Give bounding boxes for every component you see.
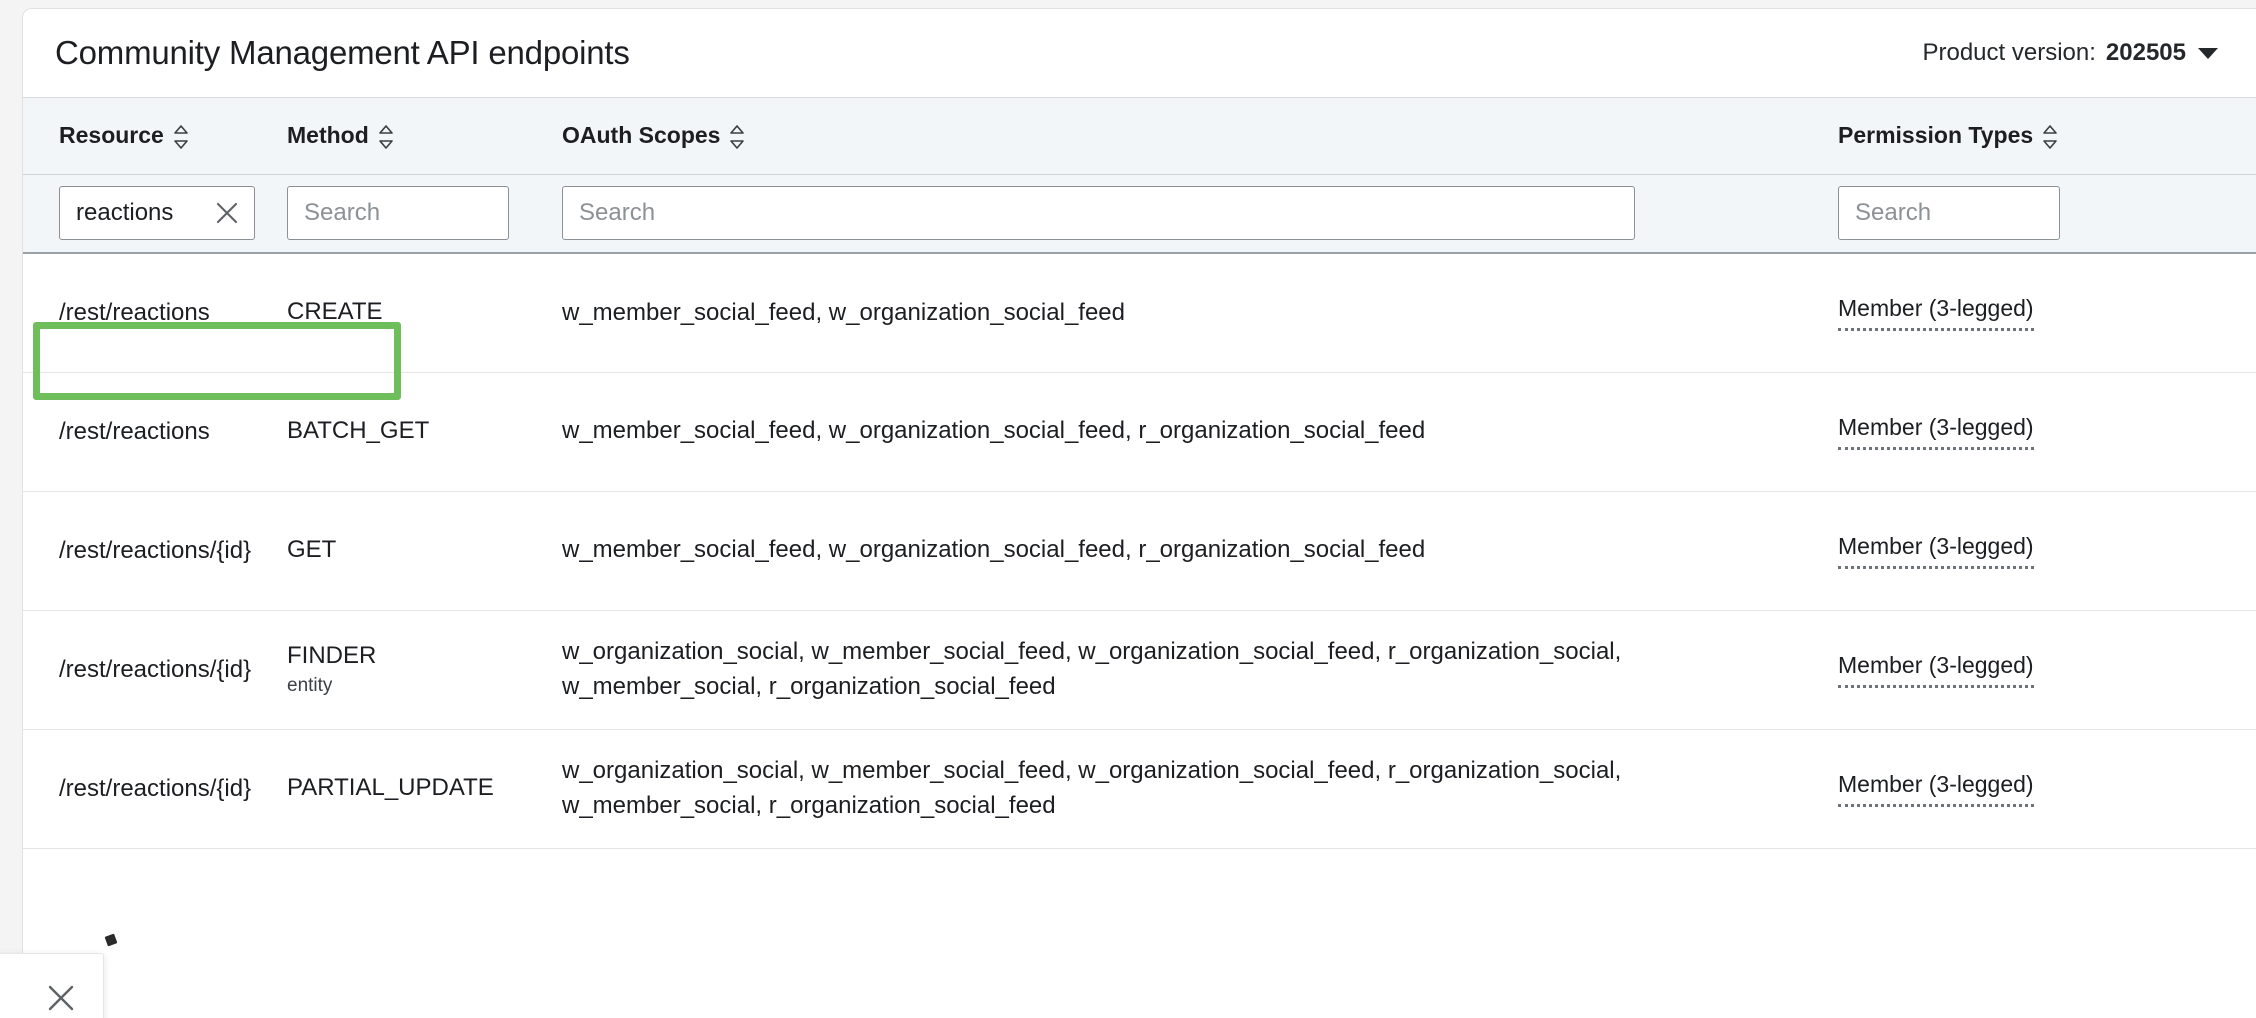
permission-types-filter-box[interactable] <box>1838 186 2060 241</box>
table-body: /rest/reactions CREATE w_member_social_f… <box>23 253 2256 849</box>
method-subtype: entity <box>287 674 333 696</box>
sort-updown-icon[interactable] <box>729 124 745 149</box>
permission-type-value[interactable]: Member (3-legged) <box>1838 533 2034 569</box>
column-header-row: Resource Method <box>23 98 2256 175</box>
resource-filter-box[interactable] <box>59 186 255 241</box>
method-value: PARTIAL_UPDATE <box>287 774 494 802</box>
permission-type-value[interactable]: Member (3-legged) <box>1838 295 2034 331</box>
cell-method: CREATE <box>273 253 548 373</box>
cell-resource: /rest/reactions/{id} <box>23 729 273 849</box>
filter-cell-oauth-scopes <box>548 174 1818 254</box>
resource-value: /rest/reactions <box>59 417 210 445</box>
column-header-permission-types-label: Permission Types <box>1838 122 2034 149</box>
cell-oauth-scopes: w_member_social_feed, w_organization_soc… <box>548 253 1818 373</box>
table-header: Resource Method <box>23 98 2256 175</box>
sort-updown-icon[interactable] <box>173 124 189 149</box>
cell-resource: /rest/reactions <box>23 372 273 492</box>
cell-resource: /rest/reactions/{id} <box>23 610 273 730</box>
method-value: GET <box>287 536 337 564</box>
oauth-scopes-value: w_member_social_feed, w_organization_soc… <box>562 417 1426 445</box>
cell-method: PARTIAL_UPDATE <box>273 729 548 849</box>
table-row[interactable]: /rest/reactions CREATE w_member_social_f… <box>23 253 2256 373</box>
close-icon[interactable] <box>212 198 242 228</box>
permission-type-value[interactable]: Member (3-legged) <box>1838 414 2034 450</box>
oauth-scopes-filter-box[interactable] <box>562 186 1635 241</box>
oauth-scopes-value: w_member_social_feed, w_organization_soc… <box>562 298 1126 326</box>
notification-overlay: . <box>0 953 104 1018</box>
oauth-scopes-value: w_organization_social, w_member_social_f… <box>562 638 1622 700</box>
table-row[interactable]: /rest/reactions/{id} FINDER entity w_org… <box>23 610 2256 730</box>
sort-updown-icon[interactable] <box>378 124 394 149</box>
filter-cell-permission-types <box>1818 174 2256 254</box>
cell-oauth-scopes: w_organization_social, w_member_social_f… <box>548 610 1818 730</box>
cell-method: BATCH_GET <box>273 372 548 492</box>
column-header-permission-types[interactable]: Permission Types <box>1818 98 2256 175</box>
cell-oauth-scopes: w_organization_social, w_member_social_f… <box>548 729 1818 849</box>
oauth-scopes-value: w_organization_social, w_member_social_f… <box>562 757 1622 819</box>
method-filter-box[interactable] <box>287 186 509 241</box>
column-header-method[interactable]: Method <box>273 98 548 175</box>
card-header: Community Management API endpoints Produ… <box>23 9 2256 98</box>
table-row[interactable]: /rest/reactions/{id} PARTIAL_UPDATE w_or… <box>23 729 2256 849</box>
permission-type-value[interactable]: Member (3-legged) <box>1838 771 2034 807</box>
cell-oauth-scopes: w_member_social_feed, w_organization_soc… <box>548 372 1818 492</box>
sort-updown-icon[interactable] <box>2042 124 2058 149</box>
product-version-selector[interactable]: Product version: 202505 <box>1922 39 2218 67</box>
table-filter-body <box>23 174 2256 254</box>
page-title: Community Management API endpoints <box>55 34 630 71</box>
cell-oauth-scopes: w_member_social_feed, w_organization_soc… <box>548 491 1818 611</box>
cell-permission-types: Member (3-legged) <box>1818 610 2256 730</box>
cell-resource: /rest/reactions <box>23 253 273 373</box>
cell-permission-types: Member (3-legged) <box>1818 491 2256 611</box>
oauth-scopes-search-input[interactable] <box>579 199 1622 228</box>
chevron-down-icon <box>2198 47 2218 59</box>
oauth-scopes-value: w_member_social_feed, w_organization_soc… <box>562 536 1426 564</box>
column-header-oauth-scopes[interactable]: OAuth Scopes <box>548 98 1818 175</box>
filter-row <box>23 174 2256 254</box>
resource-value: /rest/reactions/{id} <box>59 536 252 564</box>
method-value: FINDER <box>287 642 377 670</box>
filter-cell-method <box>273 174 548 254</box>
cell-permission-types: Member (3-legged) <box>1818 729 2256 849</box>
filter-cell-resource <box>23 174 273 254</box>
cell-method: FINDER entity <box>273 610 548 730</box>
permission-types-search-input[interactable] <box>1855 199 2047 228</box>
resource-value: /rest/reactions/{id} <box>59 655 252 683</box>
cell-permission-types: Member (3-legged) <box>1818 253 2256 373</box>
cell-method: GET <box>273 491 548 611</box>
column-header-resource-label: Resource <box>59 122 164 149</box>
column-header-oauth-scopes-label: OAuth Scopes <box>562 122 721 149</box>
column-header-method-label: Method <box>287 122 369 149</box>
resource-value: /rest/reactions/{id} <box>59 774 252 802</box>
method-search-input[interactable] <box>304 199 496 228</box>
method-value: CREATE <box>287 298 383 326</box>
table-row[interactable]: /rest/reactions BATCH_GET w_member_socia… <box>23 372 2256 492</box>
cell-resource: /rest/reactions/{id} <box>23 491 273 611</box>
close-icon[interactable] <box>41 978 81 1018</box>
product-version-label: Product version: <box>1922 39 2096 66</box>
resource-value: /rest/reactions <box>59 298 210 326</box>
cell-permission-types: Member (3-legged) <box>1818 372 2256 492</box>
resource-search-input[interactable] <box>76 199 212 228</box>
endpoints-table: Resource Method <box>23 98 2256 849</box>
api-endpoints-card: Community Management API endpoints Produ… <box>22 8 2256 1018</box>
method-value: BATCH_GET <box>287 417 430 445</box>
permission-type-value[interactable]: Member (3-legged) <box>1838 652 2034 688</box>
column-header-resource[interactable]: Resource <box>23 98 273 175</box>
table-row[interactable]: /rest/reactions/{id} GET w_member_social… <box>23 491 2256 611</box>
product-version-value: 202505 <box>2105 39 2186 66</box>
